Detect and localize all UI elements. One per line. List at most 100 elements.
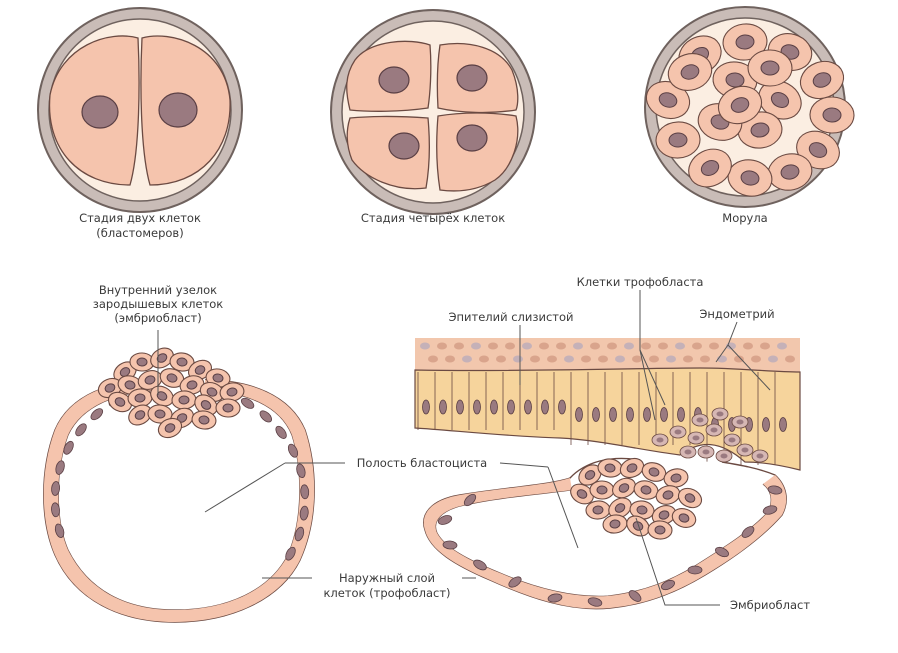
morula <box>644 6 855 208</box>
nucleus <box>54 523 65 539</box>
endometrium-cell <box>598 355 608 363</box>
nucleus <box>700 160 720 176</box>
nucleus <box>439 399 447 415</box>
nucleus <box>473 559 487 571</box>
endometrium-cell <box>658 342 668 350</box>
label-morula: Морула <box>722 211 767 225</box>
nucleus <box>158 92 198 128</box>
label-outer-1: Наружный слой <box>339 571 435 585</box>
nucleus <box>725 72 745 88</box>
label-two-cell-sub: (бластомеров) <box>96 226 183 240</box>
endometrium-cells <box>420 342 795 363</box>
nucleus <box>296 463 306 479</box>
blastomere <box>436 112 519 192</box>
nucleus <box>124 380 136 390</box>
nucleus <box>541 399 549 415</box>
nucleus <box>463 493 477 507</box>
inner-cell-mass <box>97 347 245 439</box>
leader-trophoblast-cells <box>639 349 656 421</box>
nucleus <box>674 429 682 435</box>
endometrium-cell <box>615 355 625 363</box>
nucleus <box>547 593 563 603</box>
label-embryoblast: Эмбриобласт <box>730 598 810 612</box>
nucleus <box>643 407 651 422</box>
nucleus <box>678 513 690 523</box>
nucleus <box>687 565 703 575</box>
label-trophoblast-cells: Клетки трофобласта <box>577 275 704 289</box>
nucleus <box>728 437 736 443</box>
endometrium-cell <box>590 342 600 350</box>
label-two-cell: Стадия двух клеток <box>79 211 201 225</box>
nucleus <box>640 485 652 495</box>
endometrium-cell <box>632 355 642 363</box>
nucleus <box>680 64 700 80</box>
nucleus <box>626 407 634 422</box>
endometrium-cell <box>641 342 651 350</box>
nucleus <box>275 425 287 439</box>
nucleus <box>259 410 273 423</box>
endometrium-cell <box>607 342 617 350</box>
label-cavity: Полость бластоциста <box>357 456 487 470</box>
endometrium-cell <box>539 342 549 350</box>
nucleus <box>684 493 696 503</box>
endometrium-cell <box>471 342 481 350</box>
nucleus <box>114 397 126 407</box>
nucleus <box>422 399 430 415</box>
nucleus <box>587 597 603 607</box>
nucleus <box>212 373 224 383</box>
nucleus <box>756 453 764 459</box>
nucleus <box>656 437 664 443</box>
endometrium-cell <box>734 355 744 363</box>
endometrium-cell <box>496 355 506 363</box>
nucleus <box>750 122 770 138</box>
trophoblast-nuclei <box>437 485 783 607</box>
nucleus <box>176 357 188 367</box>
leader-lines <box>157 290 771 606</box>
label-inner-mass-1: Внутренний узелок <box>99 283 217 297</box>
nucleus <box>378 66 410 94</box>
nucleus <box>677 407 685 422</box>
nucleus <box>628 590 642 602</box>
endometrium-cell <box>428 355 438 363</box>
nucleus <box>437 515 453 525</box>
nucleus <box>741 447 749 453</box>
nucleus <box>808 142 828 158</box>
leader-cavity-right <box>499 462 549 468</box>
nucleus <box>508 576 522 588</box>
nucleus <box>81 95 119 129</box>
trophoblast-ring-right <box>423 475 787 609</box>
label-endometrium: Эндометрий <box>699 307 774 321</box>
leader-embryoblast <box>635 517 720 606</box>
endometrium-cell <box>420 342 430 350</box>
nucleus <box>692 435 700 441</box>
leader-endometrium <box>727 344 771 391</box>
nucleus <box>658 510 670 520</box>
endometrium-cell <box>547 355 557 363</box>
nucleus <box>473 399 481 415</box>
endometrium-cell <box>768 355 778 363</box>
nucleus <box>198 415 210 425</box>
endometrium-cell <box>700 355 710 363</box>
nucleus <box>632 521 644 531</box>
nucleus <box>285 546 296 561</box>
nucleus <box>741 526 755 538</box>
nucleus <box>710 427 718 433</box>
endometrium-cell <box>760 342 770 350</box>
invading-trophoblast-cells <box>651 407 769 463</box>
nucleus <box>696 417 704 423</box>
nucleus <box>779 417 787 432</box>
leader-cavity-left <box>204 462 286 513</box>
endometrium-cell <box>437 342 447 350</box>
endometrium-cell <box>556 342 566 350</box>
nucleus <box>104 383 116 393</box>
nucleus <box>75 423 87 437</box>
nucleus <box>194 365 206 375</box>
endometrium-cell <box>751 355 761 363</box>
nucleus <box>592 505 604 515</box>
nucleus <box>63 440 74 455</box>
endometrium-cell <box>785 355 795 363</box>
endometrium-cell <box>683 355 693 363</box>
nucleus <box>206 387 218 397</box>
endometrium-cell <box>709 342 719 350</box>
label-epithelium: Эпителий слизистой <box>448 310 573 324</box>
